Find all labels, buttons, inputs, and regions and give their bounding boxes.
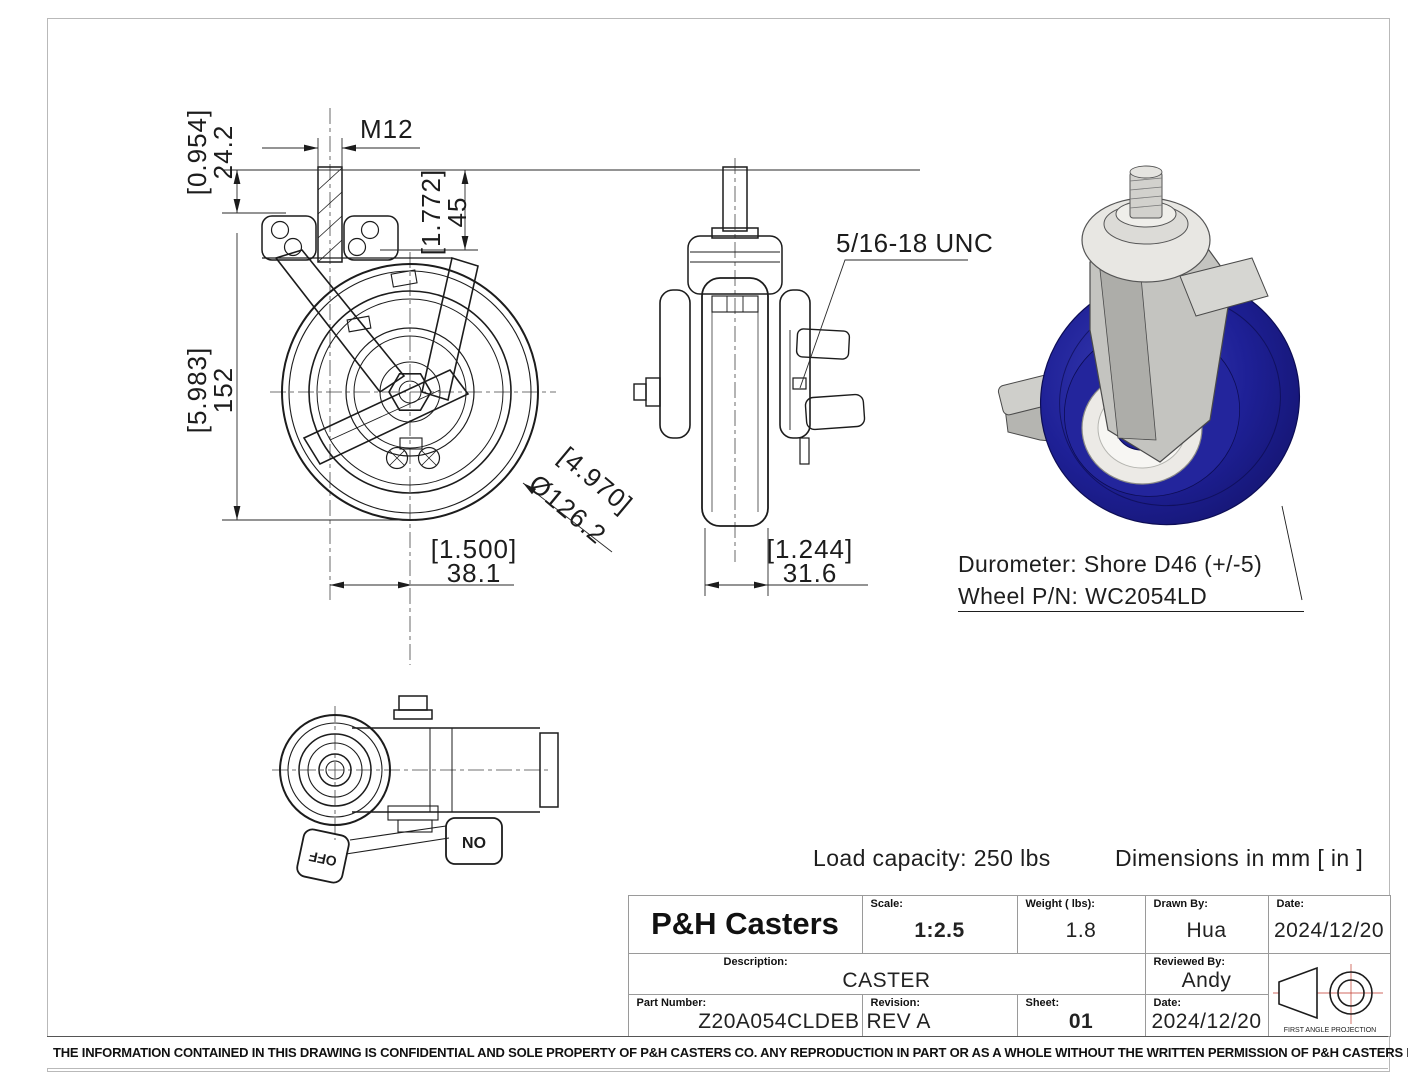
weight-cell: Weight ( lbs): 1.8	[1016, 894, 1146, 954]
title-block: P&H Casters Scale: 1:2.5 Weight ( lbs): …	[627, 894, 1391, 1037]
company-name: P&H Casters	[651, 906, 839, 941]
plan-view: OFF ON	[272, 695, 559, 884]
dim-offset-in: [1.500]	[431, 534, 518, 564]
dim-stem-height-mm: 24.2	[208, 125, 238, 180]
side-fork-wheel	[633, 277, 811, 527]
sheet-label: Sheet:	[1025, 996, 1060, 1009]
description-label: Description:	[723, 955, 788, 968]
front-stem-bearing	[261, 166, 452, 263]
front-brake-lever	[302, 369, 470, 470]
dim-width-mm: 31.6	[783, 558, 838, 588]
side-stem	[687, 166, 783, 295]
scale-cell: Scale: 1:2.5	[861, 894, 1018, 954]
dim-thread: M12	[360, 114, 414, 144]
first-angle-projection-symbol: FIRST ANGLE PROJECTION	[1273, 963, 1383, 1034]
dim-height-in: [5.983]	[182, 347, 212, 434]
dim-stem-len-in: [1.772]	[416, 169, 446, 256]
units-note: Dimensions in mm [ in ]	[1115, 845, 1364, 871]
date-cell: Date: 2024/12/20	[1267, 894, 1391, 954]
confidentiality-disclaimer: THE INFORMATION CONTAINED IN THIS DRAWIN…	[47, 1036, 1408, 1069]
reviewed-by-label: Reviewed By:	[1153, 955, 1226, 968]
date2-value: 2024/12/20	[1151, 1010, 1262, 1033]
drawn-by-cell: Drawn By: Hua	[1144, 894, 1269, 954]
projection-label: FIRST ANGLE PROJECTION	[1284, 1027, 1376, 1034]
part-number-label: Part Number:	[636, 996, 707, 1009]
reviewed-by-cell: Reviewed By: Andy	[1144, 952, 1269, 995]
iso-fork	[1089, 245, 1269, 463]
wheel-part-number-note: Wheel P/N: WC2054LD	[958, 583, 1304, 612]
brake-off-label: OFF	[307, 848, 338, 870]
part-number-value: Z20A054CLDEB	[698, 1010, 860, 1033]
wheel-pn-leader	[1281, 505, 1303, 601]
side-brake	[789, 328, 866, 465]
revision-value: REV A	[866, 1010, 931, 1033]
reviewed-by-value: Andy	[1181, 968, 1232, 992]
side-view: 5/16-18 UNC [1.244] 31.6	[633, 158, 993, 596]
description-value: CASTER	[842, 968, 931, 992]
weight-value: 1.8	[1065, 919, 1097, 942]
projection-cell: FIRST ANGLE PROJECTION	[1267, 952, 1391, 1037]
revision-cell: Revision: REV A	[861, 993, 1018, 1037]
date-label: Date:	[1276, 897, 1305, 910]
sheet-cell: Sheet: 01	[1016, 993, 1146, 1037]
dim-height-mm: 152	[208, 367, 238, 413]
part-number-cell: Part Number: Z20A054CLDEB	[627, 993, 863, 1037]
side-dimensions	[704, 259, 968, 596]
date2-cell: Date: 2024/12/20	[1144, 993, 1269, 1037]
front-dimensions	[222, 138, 920, 589]
brake-on-label: ON	[462, 833, 486, 850]
iso-stem	[1081, 165, 1211, 283]
revision-label: Revision:	[870, 996, 921, 1009]
dim-width-in: [1.244]	[767, 534, 854, 564]
description-cell: Description: CASTER	[627, 952, 1146, 995]
dim-stem-height-in: [0.954]	[182, 109, 212, 196]
iso-render	[997, 165, 1303, 601]
durometer-note: Durometer: Shore D46 (+/-5)	[958, 551, 1263, 577]
date-value: 2024/12/20	[1273, 919, 1385, 942]
scale-label: Scale:	[870, 897, 903, 910]
dim-offset-mm: 38.1	[447, 558, 502, 588]
plan-body	[352, 695, 559, 833]
front-hex-nut	[388, 372, 432, 412]
scale-value: 1:2.5	[914, 919, 965, 942]
dim-stem-len-mm: 45	[442, 197, 472, 228]
plan-wheel-circles	[279, 714, 391, 826]
plan-brake-pedals	[296, 817, 503, 884]
company-cell: P&H Casters	[627, 894, 863, 954]
load-capacity-note: Load capacity: 250 lbs	[813, 845, 1051, 871]
front-fork	[274, 249, 479, 402]
weight-label: Weight ( lbs):	[1025, 897, 1095, 910]
drawn-by-value: Hua	[1186, 919, 1227, 942]
sheet-value: 01	[1068, 1010, 1094, 1033]
dim-axle-thread: 5/16-18 UNC	[836, 228, 993, 258]
drawn-by-label: Drawn By:	[1153, 897, 1208, 910]
date2-label: Date:	[1153, 996, 1182, 1009]
sheet-border	[47, 18, 1390, 1072]
